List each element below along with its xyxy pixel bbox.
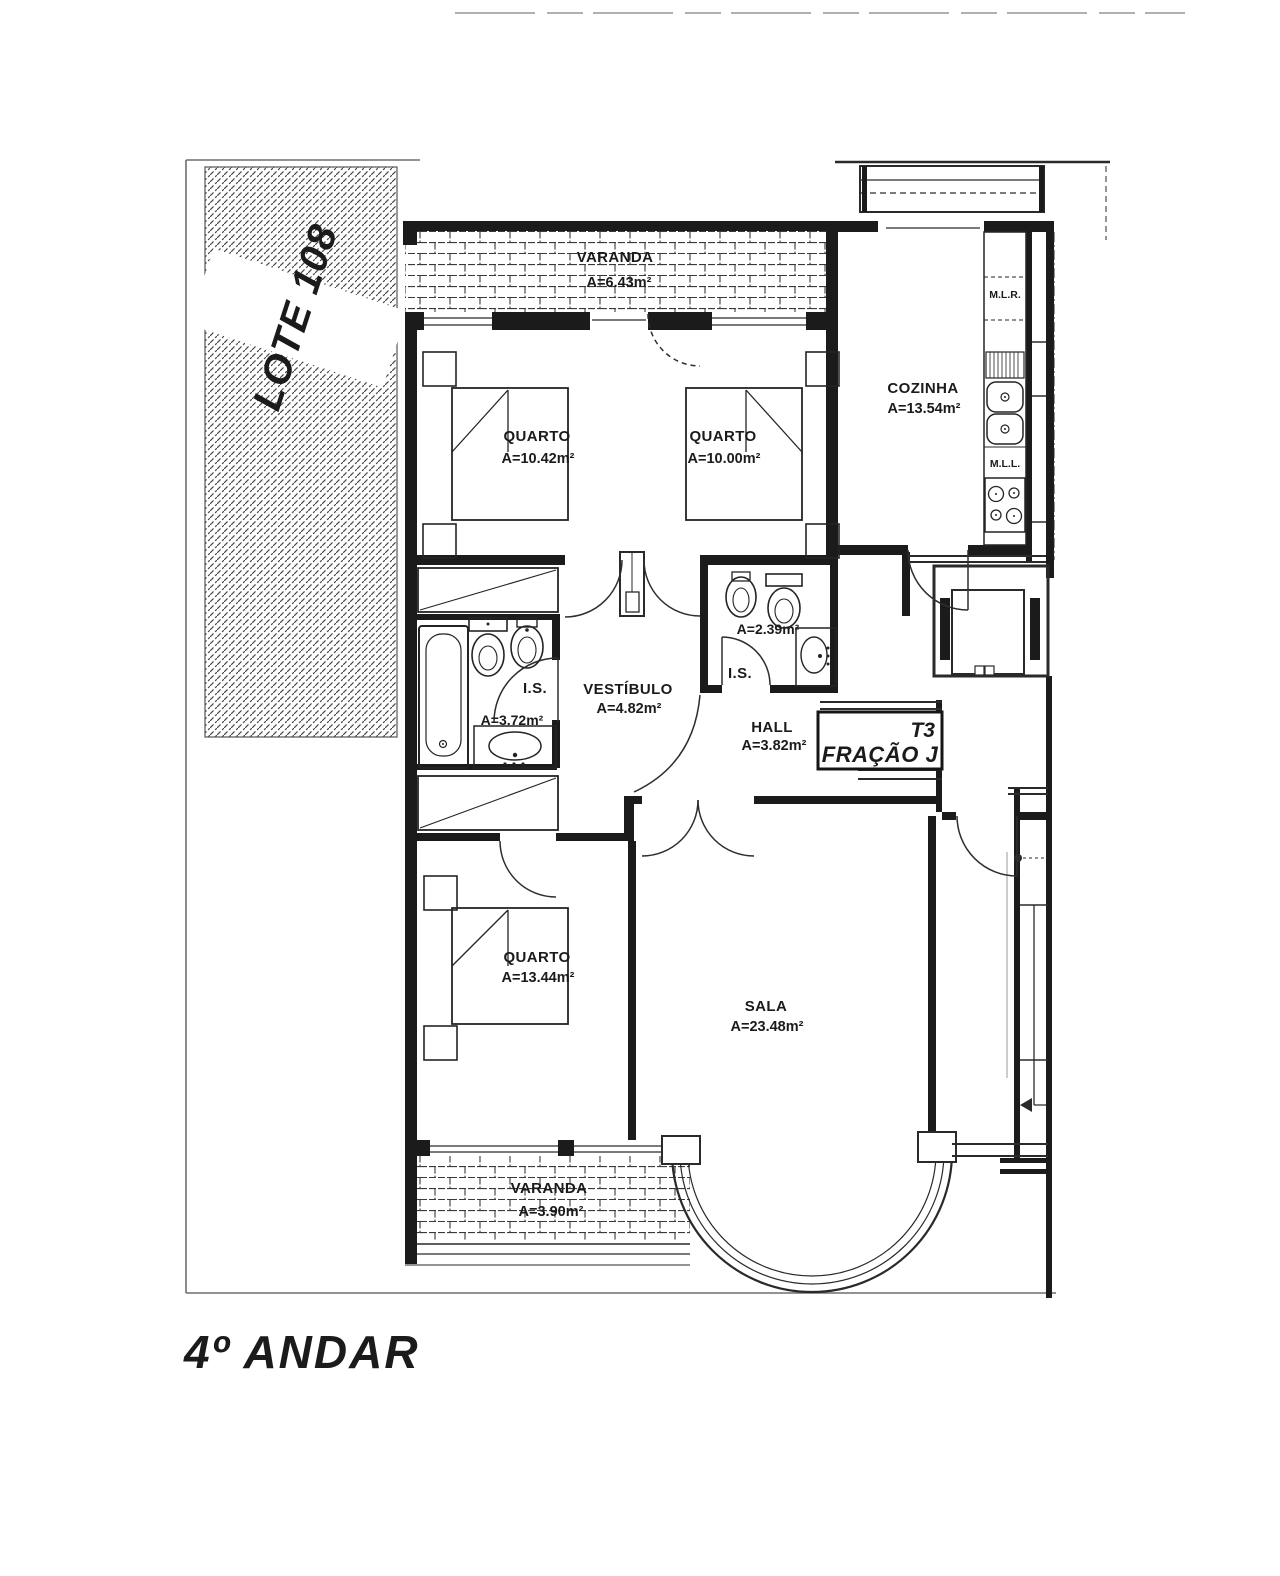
lot-108-hatch: LOTE 108 xyxy=(188,166,408,738)
vestibulo-area: A=4.82m² xyxy=(597,701,662,717)
nightstand xyxy=(422,351,457,387)
varanda-top-area: A=6.43m² xyxy=(587,275,652,291)
washbasin xyxy=(800,636,828,674)
balcony-bottom-brick xyxy=(417,1156,690,1240)
is-1-name: I.S. xyxy=(523,680,547,697)
floor-title: 4º ANDAR xyxy=(183,1326,420,1378)
nightstand xyxy=(805,351,840,387)
window-sills xyxy=(424,227,980,1153)
washbasin xyxy=(488,731,542,761)
room-labels: VARANDA A=6.43m² QUARTO A=10.42m² QUARTO… xyxy=(481,249,1021,1220)
walls xyxy=(403,221,1054,1298)
is-2-area: A=2.39m² xyxy=(737,621,800,637)
roof-terrace-railing xyxy=(835,160,1110,560)
sink-basin-1 xyxy=(986,381,1024,413)
varanda-bottom-area: A=3.90m² xyxy=(519,1204,584,1220)
hall-area: A=3.82m² xyxy=(742,738,807,754)
nightstand xyxy=(423,875,458,911)
nightstand xyxy=(422,523,457,559)
is-2-name: I.S. xyxy=(728,665,752,682)
bathtub xyxy=(418,625,469,769)
cozinha-name: COZINHA xyxy=(887,380,958,397)
hall-name: HALL xyxy=(751,719,793,736)
bathroom-2-fixtures xyxy=(725,571,837,687)
stair-direction-arrow xyxy=(1020,1098,1032,1112)
toilet xyxy=(767,587,801,629)
wall-openings xyxy=(424,221,984,1156)
stairwell xyxy=(1000,787,1052,1174)
washbasin-counter xyxy=(473,725,557,769)
toilet-tank xyxy=(765,573,803,587)
vestibulo-name: VESTÍBULO xyxy=(583,681,672,698)
toilet xyxy=(471,633,505,677)
bathroom-1-fixtures xyxy=(418,617,557,769)
nightstand xyxy=(423,1025,458,1061)
kitchen-fittings xyxy=(983,231,1027,546)
varanda-bottom-name: VARANDA xyxy=(511,1180,588,1197)
balcony-top-brick xyxy=(405,231,826,312)
elevator-shaft xyxy=(908,555,1050,678)
quarto-3-area: A=13.44m² xyxy=(502,970,575,986)
bidet xyxy=(510,625,544,669)
bed-quarto-1 xyxy=(422,351,569,559)
sink-basin-2 xyxy=(986,413,1024,445)
stove xyxy=(984,477,1026,533)
varanda-top-name: VARANDA xyxy=(577,249,654,266)
fraction-name-label: FRAÇÃO J xyxy=(822,742,939,767)
bedroom-furniture xyxy=(422,351,840,1061)
is-1-area: A=3.72m² xyxy=(481,712,544,728)
quarto-3-name: QUARTO xyxy=(503,949,570,966)
fraction-tag: T3 FRAÇÃO J xyxy=(816,701,944,780)
elevator-door-mark xyxy=(984,665,995,676)
bed-quarto-2 xyxy=(685,351,840,559)
balcony-bottom-railing xyxy=(405,1243,690,1266)
quarto-2-name: QUARTO xyxy=(689,428,756,445)
toilet-tank xyxy=(468,617,508,632)
cozinha-area: A=13.54m² xyxy=(888,401,961,417)
sink-drainer xyxy=(985,351,1025,379)
elevator-door-mark xyxy=(974,665,985,676)
property-boundary xyxy=(185,159,1056,1294)
vestibule-duct xyxy=(619,551,645,617)
dishwasher-label: M.L.L. xyxy=(990,458,1020,470)
bidet xyxy=(725,576,757,618)
quarto-1-name: QUARTO xyxy=(503,428,570,445)
sala-name: SALA xyxy=(745,998,787,1015)
wardrobes xyxy=(417,567,559,831)
bed-quarto-3 xyxy=(423,875,569,1061)
fraction-type-label: T3 xyxy=(910,719,935,742)
lot-label-plate xyxy=(188,248,408,388)
door-arcs xyxy=(493,313,1018,898)
bay-window xyxy=(661,1131,1048,1294)
nightstand xyxy=(805,523,840,559)
washing-machine-label: M.L.R. xyxy=(989,289,1021,301)
balcony-brickwork xyxy=(405,231,826,1240)
quarto-2-area: A=10.00m² xyxy=(688,451,761,467)
washbasin-counter xyxy=(795,627,837,687)
quarto-1-area: A=10.42m² xyxy=(502,451,575,467)
sala-area: A=23.48m² xyxy=(731,1019,804,1035)
